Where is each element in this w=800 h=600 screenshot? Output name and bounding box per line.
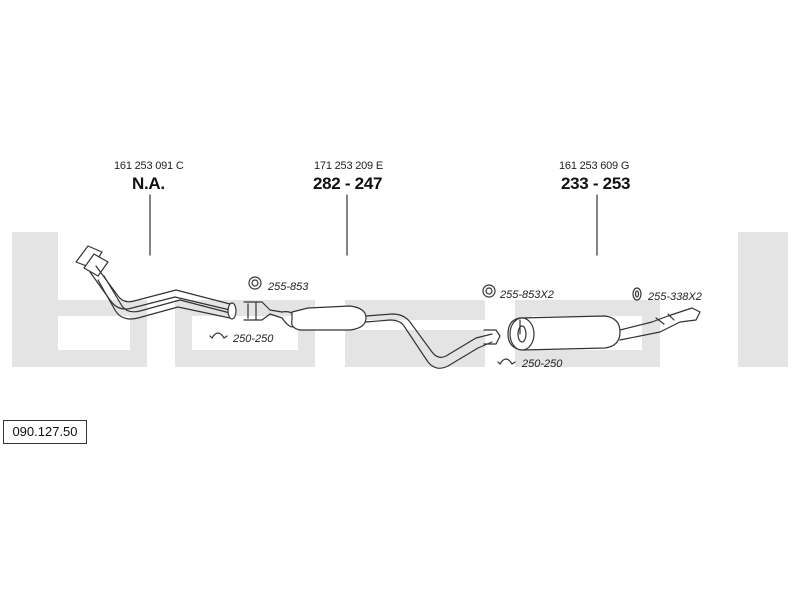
gasket-ring-icon bbox=[482, 284, 496, 298]
accessory-label: 255-338X2 bbox=[648, 291, 702, 303]
part-number: N.A. bbox=[132, 174, 165, 193]
front-pipe-drawing bbox=[75, 245, 237, 320]
pipe-clamp-icon bbox=[209, 332, 228, 339]
pipe-clamp-icon bbox=[497, 358, 516, 365]
oem-number: 161 253 091 C bbox=[114, 160, 184, 172]
oem-number: 171 253 209 E bbox=[314, 160, 383, 172]
oem-number: 161 253 609 G bbox=[559, 160, 630, 172]
reference-number: 090.127.50 bbox=[3, 420, 87, 444]
part-number: 233 - 253 bbox=[561, 174, 631, 193]
gasket-ring-icon bbox=[248, 276, 262, 290]
center-muffler-drawing bbox=[243, 301, 501, 369]
rear-muffler-drawing bbox=[507, 307, 701, 351]
part-number: 282 - 247 bbox=[313, 174, 383, 193]
rubber-hanger-icon bbox=[632, 287, 642, 301]
accessory-label: 255-853 bbox=[268, 281, 309, 293]
accessory-label: 250-250 bbox=[233, 333, 274, 345]
accessory-label: 255-853X2 bbox=[500, 289, 554, 301]
accessory-label: 250-250 bbox=[522, 358, 563, 370]
